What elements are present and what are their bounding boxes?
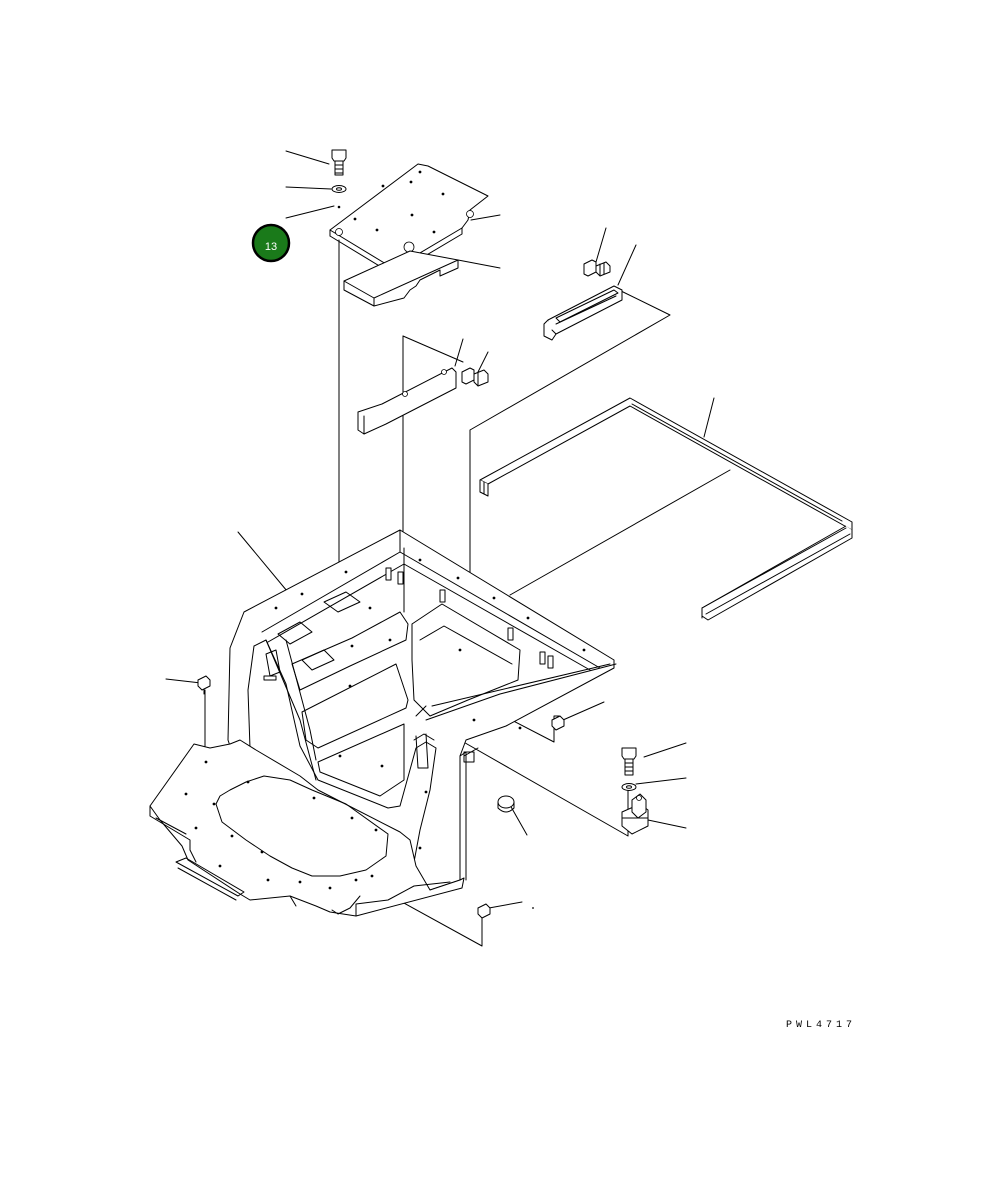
cover-gasket	[343, 250, 459, 307]
step-bracket	[543, 285, 623, 341]
washer-lower-right	[621, 783, 637, 791]
flange-bolt-mid	[461, 367, 489, 387]
washer-top	[331, 185, 347, 193]
rubber-plug	[497, 795, 515, 813]
cap-screw-lower	[477, 903, 491, 919]
floor-mat-frame	[479, 397, 853, 621]
callout-label: 13	[265, 241, 277, 253]
operator-floor-frame	[149, 529, 617, 917]
numbered-circle-icon[interactable]	[251, 223, 291, 263]
callout-badge[interactable]: 13	[251, 223, 291, 263]
leader-lines	[165, 150, 715, 909]
hex-bolt-lower-right	[621, 747, 637, 776]
floor-mount-holes	[184, 558, 586, 890]
cap-screw-left	[197, 675, 211, 695]
hex-bolt-top	[331, 149, 347, 176]
drawing-code: PWL4717	[786, 1020, 856, 1031]
mount-bracket-lower-right	[621, 793, 649, 835]
mid-bracket-plate	[357, 367, 457, 435]
cap-screw-right	[551, 715, 565, 731]
flange-bolt-bracket	[583, 259, 611, 277]
